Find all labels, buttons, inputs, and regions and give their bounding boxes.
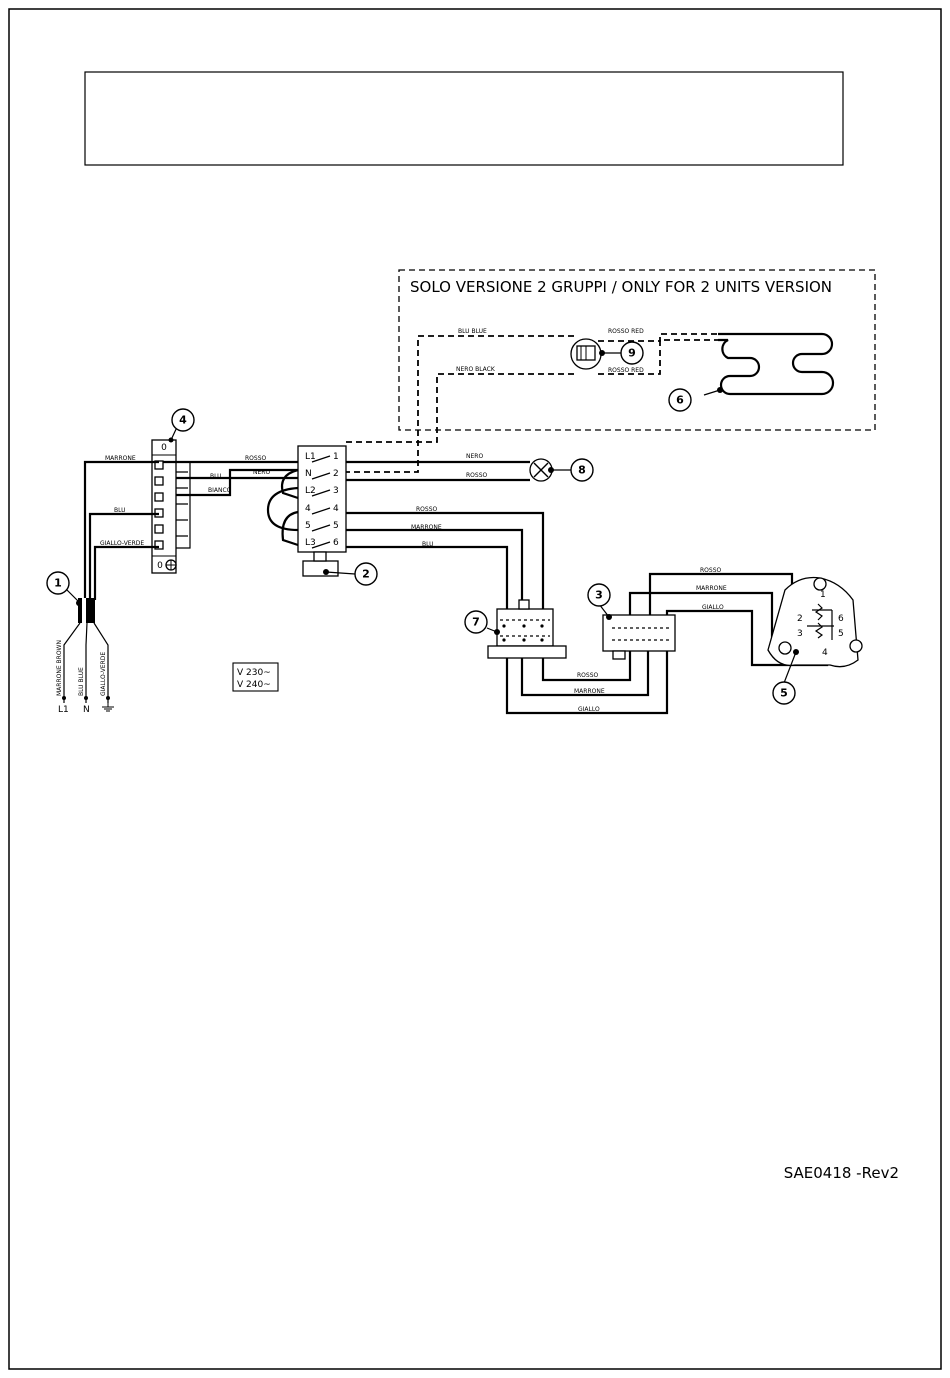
wire-label-rosso-top: ROSSO	[245, 455, 267, 462]
optional-group: SOLO VERSIONE 2 GRUPPI / ONLY FOR 2 UNIT…	[340, 269, 876, 473]
wire-label-bianco: BIANCO	[208, 487, 232, 494]
svg-text:2: 2	[362, 568, 370, 581]
wire-rosso-loop	[346, 511, 632, 682]
switch-terminal-5-right: 5	[333, 521, 339, 531]
plate-terminal-1: 1	[820, 590, 826, 600]
supply-wire-blue	[88, 512, 159, 600]
optional-group-title: SOLO VERSIONE 2 GRUPPI / ONLY FOR 2 UNIT…	[410, 278, 832, 296]
page-frame	[8, 8, 942, 1370]
supply-label-N: N	[83, 705, 90, 715]
callout-8: 8	[570, 458, 594, 482]
dashed-wire-black	[345, 373, 574, 443]
wire-label-rosso-red-top: ROSSO RED	[608, 328, 644, 335]
switch-terminal-L1: L1	[305, 452, 316, 462]
wire-label-blu-blue: BLU BLUE	[458, 328, 487, 335]
supply-wire-yellow-green	[93, 545, 159, 600]
wire-label-blu-supply: BLU	[114, 507, 126, 514]
switch-terminal-6: 6	[333, 538, 339, 548]
plate-terminal-3: 3	[797, 629, 803, 639]
wire-label-rosso-lamp: ROSSO	[466, 472, 488, 479]
terminal-block-bottom-label: 0	[157, 561, 163, 571]
wire-marrone-loop	[346, 528, 650, 697]
energy-regulator	[487, 599, 567, 659]
svg-text:9: 9	[628, 347, 636, 360]
wire-label-giallo-verde-vertical: GIALLO-VERDE	[100, 652, 107, 696]
wire-label-marrone-plate: MARRONE	[696, 585, 727, 592]
wire-label-giallo-bottom: GIALLO	[578, 706, 600, 713]
voltage-line-1: V 230~	[237, 668, 271, 678]
svg-text:4: 4	[179, 414, 187, 427]
earth-icon	[102, 703, 114, 712]
wire-label-marrone-switch: MARRONE	[411, 524, 442, 531]
wire-label-nero-lamp: NERO	[466, 453, 483, 460]
callout-1: 1	[46, 571, 70, 595]
heating-element	[718, 332, 835, 396]
terminal-block-top-label: 0	[161, 443, 167, 453]
dashed-wire-blue	[340, 335, 574, 473]
callout-9: 9	[620, 341, 644, 365]
terminal-block: 0 0	[151, 439, 191, 574]
voltage-box	[232, 662, 279, 692]
voltage-line-2: V 240~	[237, 680, 271, 690]
safety-thermostat	[602, 614, 676, 660]
callout-4: 4	[171, 408, 195, 432]
optional-group-frame	[398, 269, 876, 431]
callout-5: 5	[772, 681, 796, 705]
supply-label-L1: L1	[58, 705, 69, 715]
callout-3: 3	[587, 583, 611, 607]
plate-terminal-6: 6	[838, 614, 844, 624]
plate-terminal-4: 4	[822, 648, 828, 658]
wire-label-blu-mid: BLU	[210, 473, 222, 480]
switch-terminal-4-left: 4	[305, 504, 311, 514]
callout-7: 7	[464, 610, 488, 634]
callout-2: 2	[354, 562, 378, 586]
dashed-wire-red-bottom	[598, 339, 718, 375]
switch-terminal-L3: L3	[305, 538, 316, 548]
supply-wire-brown	[83, 460, 159, 600]
switch-terminal-L2: L2	[305, 486, 316, 496]
title-box	[84, 71, 844, 166]
main-switch: L1 1 N 2 L2 3 4 4 5 5 L3 6	[297, 445, 347, 577]
wire-label-giallo-verde-supply: GIALLO-VERDE	[100, 540, 144, 547]
wire-label-nero-black: NERO BLACK	[456, 366, 496, 373]
wire-label-rosso-red-bottom: ROSSO RED	[608, 367, 644, 374]
svg-text:8: 8	[578, 464, 586, 477]
svg-text:3: 3	[595, 589, 603, 602]
plate-terminal-2: 2	[797, 614, 803, 624]
switch-terminal-4-right: 4	[333, 504, 339, 514]
svg-text:1: 1	[54, 577, 62, 590]
component-9-thermostat	[570, 338, 602, 370]
svg-text:6: 6	[676, 394, 684, 407]
wire-label-rosso-plate: ROSSO	[700, 567, 722, 574]
wire-label-marrone-supply: MARRONE	[105, 455, 136, 462]
wire-label-marrone-brown: MARRONE BROWN	[56, 640, 63, 696]
document-code: SAE0418 -Rev2	[784, 1164, 899, 1182]
wire-label-giallo-plate: GIALLO	[702, 604, 724, 611]
wire-blu-giallo-loop	[346, 545, 669, 715]
switch-terminal-1: 1	[333, 452, 339, 462]
switch-terminal-N: N	[305, 469, 312, 479]
switch-terminal-2: 2	[333, 469, 339, 479]
wire-label-blu-blue-supply: BLU BLUE	[78, 667, 85, 696]
wire-label-rosso-switch: ROSSO	[416, 506, 438, 513]
wire-label-blu-switch: BLU	[422, 541, 434, 548]
hotplate-terminal: 1 2 3 6 5 4	[767, 576, 863, 668]
wire-label-nero-top: NERO	[253, 469, 270, 476]
plate-terminal-5: 5	[838, 629, 844, 639]
wire-label-rosso-bottom: ROSSO	[577, 672, 599, 679]
svg-text:5: 5	[780, 687, 788, 700]
callout-6: 6	[668, 388, 692, 412]
dashed-wire-red-top	[598, 333, 718, 342]
switch-knob	[302, 560, 339, 577]
switch-terminal-5-left: 5	[305, 521, 311, 531]
svg-text:7: 7	[472, 616, 480, 629]
switch-terminal-3: 3	[333, 486, 339, 496]
wire-label-marrone-bottom: MARRONE	[574, 688, 605, 695]
